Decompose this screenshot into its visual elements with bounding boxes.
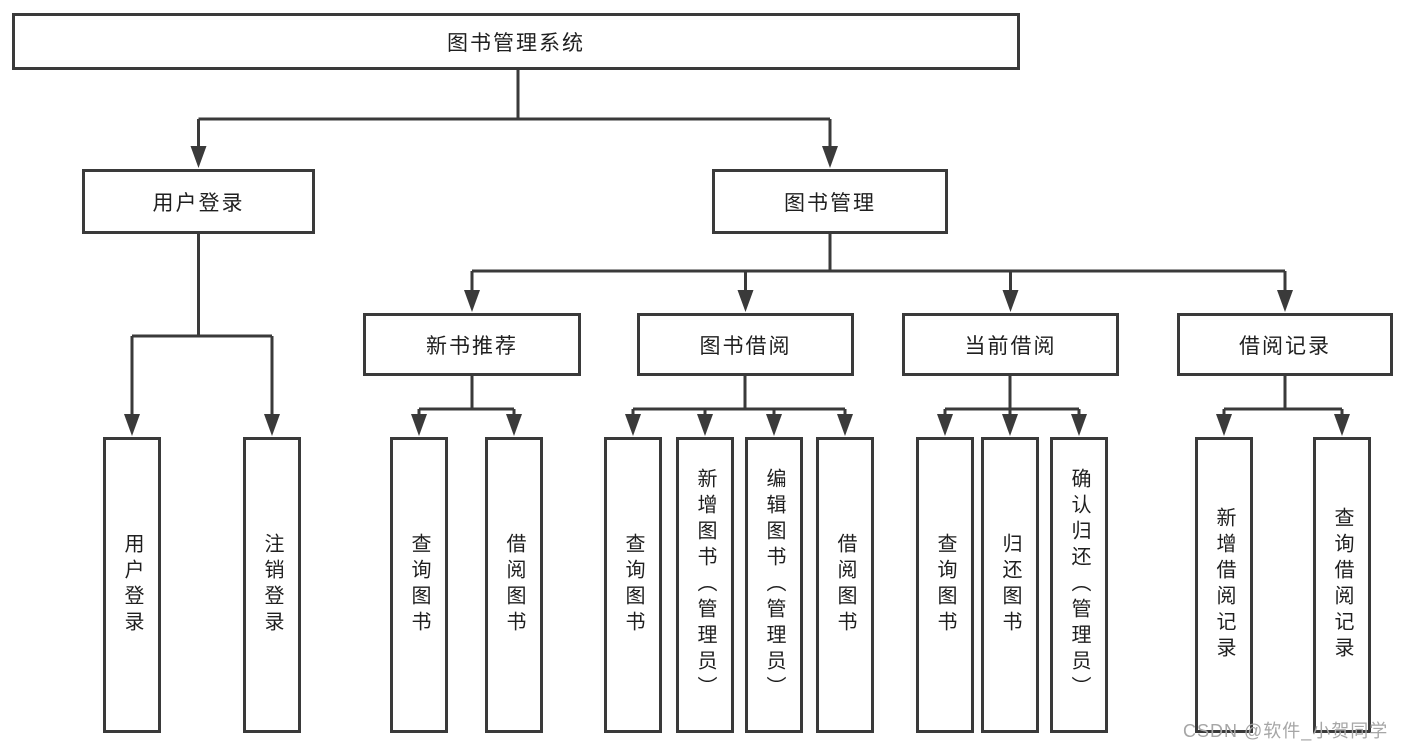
leaf-label: 查询借阅记录	[1331, 507, 1353, 663]
arrow-icon	[937, 414, 953, 436]
leaf-label: 注销登录	[261, 533, 283, 637]
arrow-icon	[264, 414, 280, 436]
arrow-icon	[766, 414, 782, 436]
arrow-icon	[822, 146, 838, 168]
csdn-watermark: CSDN @软件_小贺同学	[1183, 721, 1389, 741]
leaf-logout: 注销登录	[243, 437, 301, 733]
leaf-confirm-return-admin: 确认归还（管理员）	[1050, 437, 1108, 733]
leaf-borrow-books-borrowing: 借阅图书	[816, 437, 874, 733]
leaf-label: 借阅图书	[834, 533, 856, 637]
node-label: 借阅记录	[1239, 334, 1331, 358]
node-label: 当前借阅	[964, 334, 1057, 358]
leaf-borrow-books-recommend: 借阅图书	[485, 437, 543, 733]
arrow-icon	[625, 414, 641, 436]
node-label: 图书管理	[784, 191, 876, 215]
node-label: 用户登录	[152, 191, 245, 215]
node-book-borrowing: 图书借阅	[637, 313, 854, 376]
arrow-icon	[837, 414, 853, 436]
arrow-icon	[1002, 414, 1018, 436]
leaf-query-borrow-record: 查询借阅记录	[1313, 437, 1371, 733]
leaf-label: 确认归还（管理员）	[1068, 468, 1090, 702]
arrow-icon	[1071, 414, 1087, 436]
node-label: 新书推荐	[426, 334, 518, 358]
node-current-borrowing: 当前借阅	[902, 313, 1119, 376]
leaf-label: 归还图书	[999, 533, 1021, 637]
arrow-icon	[737, 290, 754, 312]
leaf-label: 新增图书（管理员）	[694, 468, 716, 702]
leaf-query-books-recommend: 查询图书	[390, 437, 448, 733]
leaf-edit-books-admin: 编辑图书（管理员）	[745, 437, 803, 733]
arrow-icon	[697, 414, 713, 436]
leaf-label: 查询图书	[934, 533, 956, 637]
arrow-icon	[1216, 414, 1232, 436]
node-book-management: 图书管理	[712, 169, 948, 234]
node-label: 图书管理系统	[447, 31, 585, 55]
leaf-return-books: 归还图书	[981, 437, 1039, 733]
arrow-icon	[190, 146, 207, 168]
leaf-label: 查询图书	[622, 533, 644, 637]
arrow-icon	[124, 414, 140, 436]
arrow-icon	[1002, 290, 1019, 312]
node-borrowing-records: 借阅记录	[1177, 313, 1393, 376]
leaf-query-books-borrowing: 查询图书	[604, 437, 662, 733]
leaf-label: 编辑图书（管理员）	[763, 468, 785, 702]
node-user-login: 用户登录	[82, 169, 315, 234]
leaf-label: 查询图书	[408, 533, 430, 637]
leaf-query-books-current: 查询图书	[916, 437, 974, 733]
arrow-icon	[411, 414, 427, 436]
arrow-icon	[506, 414, 522, 436]
arrow-icon	[464, 290, 480, 312]
leaf-add-borrow-record: 新增借阅记录	[1195, 437, 1253, 733]
leaf-add-books-admin: 新增图书（管理员）	[676, 437, 734, 733]
leaf-user-login: 用户登录	[103, 437, 161, 733]
node-root-system: 图书管理系统	[12, 13, 1020, 70]
arrowheads	[124, 146, 1350, 436]
node-new-book-recommend: 新书推荐	[363, 313, 581, 376]
arrow-icon	[1277, 290, 1293, 312]
node-label: 图书借阅	[699, 334, 792, 358]
leaf-label: 新增借阅记录	[1213, 507, 1235, 663]
arrow-icon	[1334, 414, 1350, 436]
leaf-label: 用户登录	[121, 533, 143, 637]
leaf-label: 借阅图书	[503, 533, 525, 637]
